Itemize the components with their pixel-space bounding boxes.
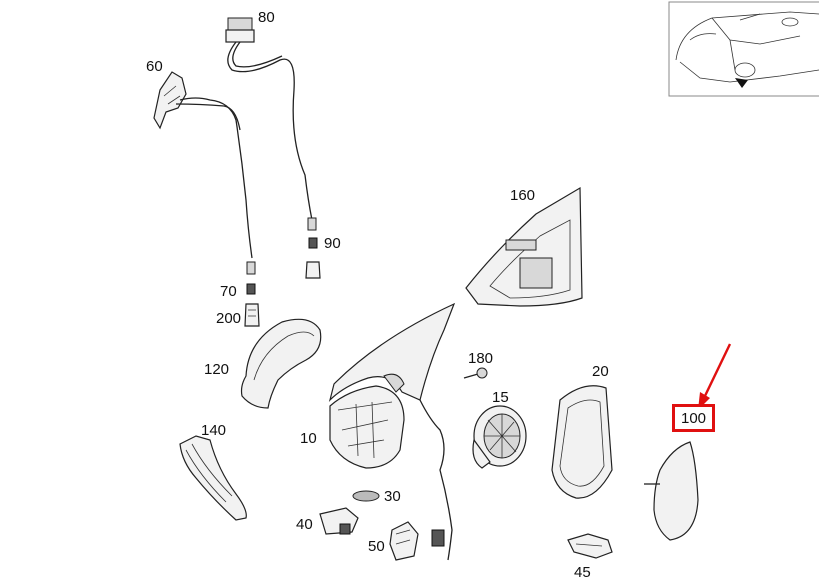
label-60[interactable]: 60 — [146, 58, 163, 75]
connector-near-50 — [431, 529, 445, 547]
part-15-adjuster — [472, 405, 527, 469]
label-90[interactable]: 90 — [324, 235, 341, 252]
part-20-frame — [551, 385, 613, 499]
label-140[interactable]: 140 — [201, 422, 227, 439]
part-90-connector — [305, 217, 321, 279]
part-160-triangle-cover — [465, 186, 583, 307]
label-50[interactable]: 50 — [368, 538, 385, 555]
label-15[interactable]: 15 — [492, 389, 509, 406]
part-100-mirror-glass — [644, 441, 699, 541]
highlight-arrow — [698, 343, 732, 410]
part-50-module — [389, 521, 419, 561]
label-20[interactable]: 20 — [592, 363, 609, 380]
part-30-seal — [352, 490, 380, 502]
label-120[interactable]: 120 — [204, 361, 230, 378]
part-40-lamp — [319, 507, 359, 535]
label-160[interactable]: 160 — [510, 187, 536, 204]
label-30[interactable]: 30 — [384, 488, 401, 505]
part-140-turn-signal — [179, 435, 247, 521]
label-70[interactable]: 70 — [220, 283, 237, 300]
part-70-connector — [246, 261, 256, 295]
part-60-bracket — [153, 71, 253, 259]
label-10[interactable]: 10 — [300, 430, 317, 447]
label-100-highlighted[interactable]: 100 — [672, 404, 716, 432]
label-40[interactable]: 40 — [296, 516, 313, 533]
vehicle-overview-thumbnail — [668, 1, 819, 97]
part-80-harness — [225, 17, 313, 221]
label-45[interactable]: 45 — [574, 564, 591, 581]
label-200[interactable]: 200 — [216, 310, 242, 327]
part-45-bracket — [567, 533, 613, 559]
part-200-clip — [244, 303, 260, 327]
part-120-mirror-cap — [240, 318, 322, 409]
part-180-screw — [463, 367, 488, 379]
label-180[interactable]: 180 — [468, 350, 494, 367]
label-80[interactable]: 80 — [258, 9, 275, 26]
part-10-mirror-housing — [328, 302, 456, 561]
